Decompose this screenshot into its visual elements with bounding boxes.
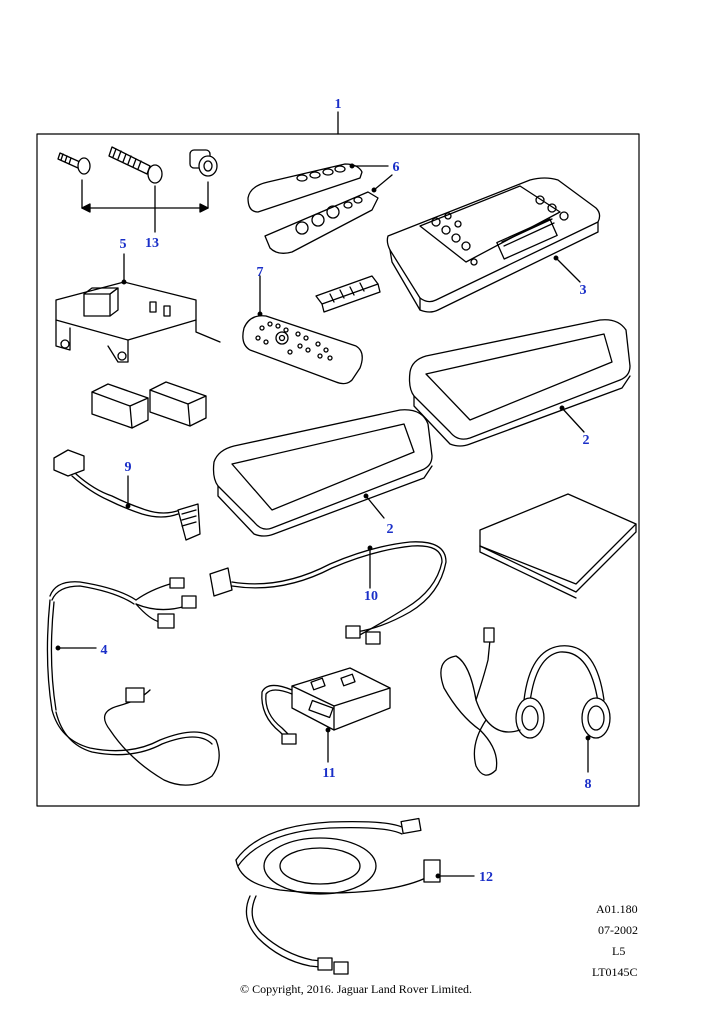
- instruction-booklet: [479, 493, 637, 599]
- screen-housing-2a: [408, 319, 631, 447]
- level-code: L5: [612, 944, 626, 958]
- callout-6: 6: [393, 160, 400, 175]
- button-bezels-6: [247, 163, 393, 254]
- callout-7: 7: [257, 265, 264, 280]
- callout-3: 3: [580, 283, 587, 298]
- screen-housing-2b: [212, 409, 433, 537]
- callout-11: 11: [322, 766, 335, 781]
- headphones-8: [440, 627, 611, 776]
- callout-10: 10: [364, 589, 378, 604]
- callout-2-lower: 2: [387, 522, 394, 537]
- dvd-player-3: [386, 177, 601, 313]
- copyright-notice: © Copyright, 2016. Jaguar Land Rover Lim…: [239, 982, 473, 996]
- remote-control-7: [242, 275, 363, 385]
- illustration-code: LT0145C: [592, 965, 638, 979]
- callout-2-upper: 2: [583, 433, 590, 448]
- mounting-bracket-5: [55, 253, 221, 363]
- callout-9: 9: [125, 460, 132, 475]
- connector-block: [315, 275, 381, 313]
- screw-set-13: [57, 146, 218, 233]
- callout-8: 8: [585, 777, 592, 792]
- callout-13: 13: [145, 236, 159, 251]
- harness-4: [46, 577, 220, 786]
- control-module-11: [261, 667, 391, 763]
- callout-5: 5: [120, 237, 127, 252]
- callout-4: 4: [101, 643, 108, 658]
- callout-12: 12: [479, 870, 493, 885]
- callout-1: 1: [335, 97, 342, 112]
- issue-date: 07-2002: [598, 923, 638, 937]
- connector-pair: [91, 381, 207, 429]
- harness-12: [235, 817, 475, 975]
- ref-number: A01.180: [596, 902, 638, 916]
- harness-9: [53, 449, 201, 541]
- harness-10: [209, 541, 447, 645]
